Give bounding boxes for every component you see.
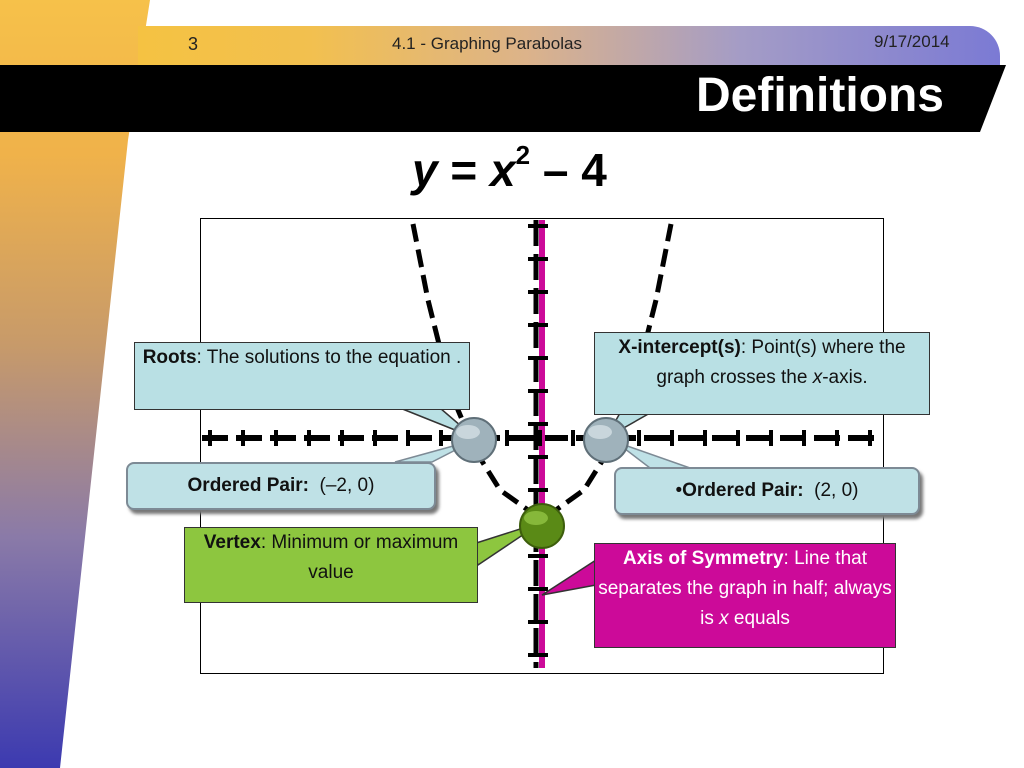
equation-y: y bbox=[412, 144, 438, 196]
equation: y = x2 – 4 bbox=[412, 140, 607, 197]
slide-title: Definitions bbox=[696, 69, 944, 122]
ordered-pair-left-term: Ordered Pair: bbox=[187, 475, 309, 496]
vertex-text: : Minimum or maximum value bbox=[260, 532, 459, 583]
x-intercept-text-b: -axis. bbox=[822, 367, 868, 388]
vertex-term: Vertex bbox=[203, 532, 261, 553]
ordered-pair-right-term: Ordered Pair: bbox=[682, 480, 804, 501]
axis-term: Axis of Symmetry bbox=[623, 548, 784, 569]
ordered-pair-right-callout: •Ordered Pair: (2, 0) bbox=[614, 467, 920, 515]
roots-term: Roots bbox=[142, 347, 197, 368]
axis-of-symmetry-callout: Axis of Symmetry: Line that separates th… bbox=[594, 543, 896, 648]
x-intercept-text-a: : Point(s) where the graph crosses the bbox=[656, 337, 906, 388]
title-bar bbox=[0, 65, 1006, 132]
x-intercept-var: x bbox=[812, 367, 823, 388]
header-bar bbox=[138, 26, 1000, 66]
ordered-pair-left-value: (–2, 0) bbox=[308, 475, 375, 496]
x-intercept-term: X-intercept(s) bbox=[618, 337, 741, 358]
ordered-pair-left-callout: Ordered Pair: (–2, 0) bbox=[126, 462, 436, 510]
axis-text-b: equals bbox=[728, 608, 790, 629]
roots-text: : The solutions to the equation . bbox=[196, 347, 462, 368]
ordered-pair-right-bullet: • bbox=[675, 480, 683, 501]
equation-exponent: 2 bbox=[515, 140, 531, 170]
equation-rest: – 4 bbox=[530, 144, 607, 196]
axis-text-a: : Line that separates the graph in half;… bbox=[598, 548, 892, 629]
ordered-pair-right-value: (2, 0) bbox=[803, 480, 859, 501]
root-point-left bbox=[451, 417, 497, 463]
roots-callout: Roots: The solutions to the equation . bbox=[134, 342, 470, 410]
deck-title: 4.1 - Graphing Parabolas bbox=[392, 34, 582, 53]
equation-x: x bbox=[490, 144, 516, 196]
vertex-point bbox=[519, 503, 565, 549]
slide-number: 3 bbox=[188, 34, 199, 54]
vertex-callout: Vertex: Minimum or maximum value bbox=[184, 527, 478, 603]
axis-var: x bbox=[719, 608, 729, 629]
slide-date: 9/17/2014 bbox=[874, 32, 950, 51]
equation-equals: = bbox=[437, 144, 491, 196]
root-point-right bbox=[583, 417, 629, 463]
x-intercept-callout: X-intercept(s): Point(s) where the graph… bbox=[594, 332, 930, 415]
axis-pointer bbox=[541, 558, 597, 596]
